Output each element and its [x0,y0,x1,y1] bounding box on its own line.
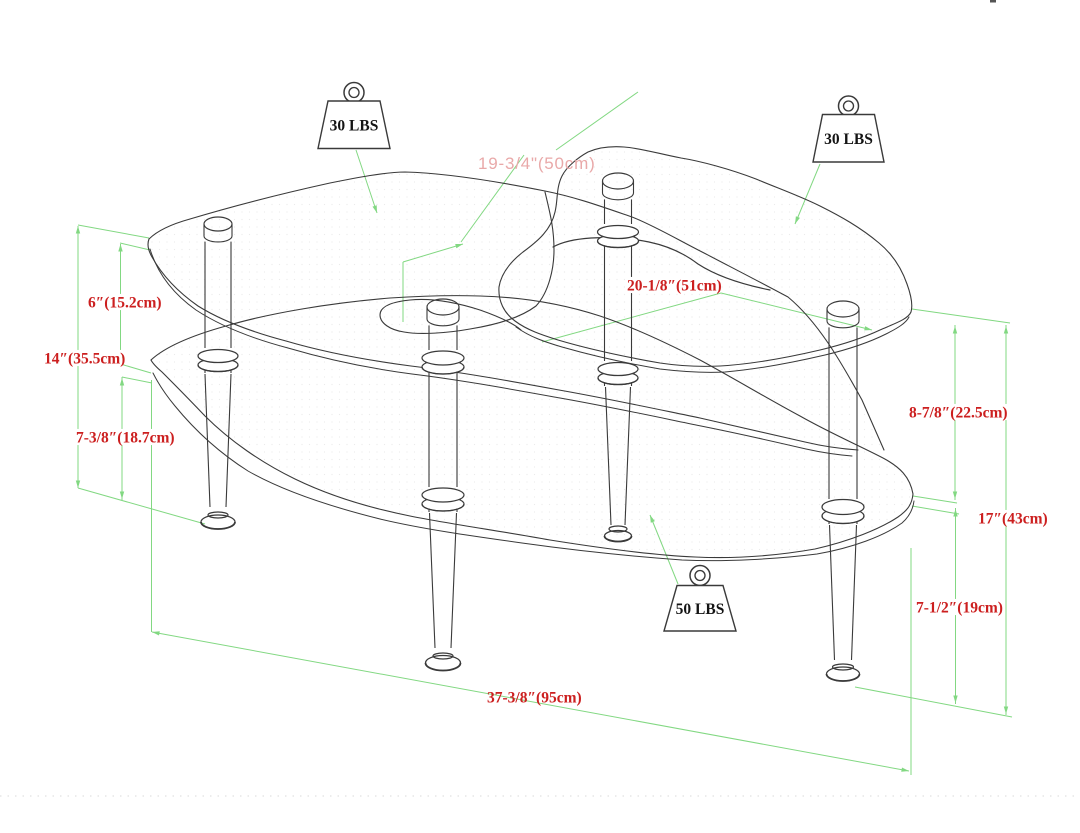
svg-text:50 LBS: 50 LBS [676,601,725,618]
svg-text:20-1/8″(51cm): 20-1/8″(51cm) [627,278,722,295]
svg-text:8-7/8″(22.5cm): 8-7/8″(22.5cm) [909,405,1008,422]
svg-text:19-3/4"(50cm): 19-3/4"(50cm) [478,154,596,173]
svg-text:30 LBS: 30 LBS [330,117,379,134]
svg-text:6″(15.2cm): 6″(15.2cm) [88,295,162,312]
svg-text:30 LBS: 30 LBS [824,131,873,148]
svg-text:7-1/2″(19cm): 7-1/2″(19cm) [916,600,1003,617]
svg-text:14″(35.5cm): 14″(35.5cm) [44,351,125,368]
svg-text:37-3/8″(95cm): 37-3/8″(95cm) [487,690,582,707]
svg-text:17″(43cm): 17″(43cm) [978,511,1048,528]
svg-text:7-3/8″(18.7cm): 7-3/8″(18.7cm) [76,430,175,447]
